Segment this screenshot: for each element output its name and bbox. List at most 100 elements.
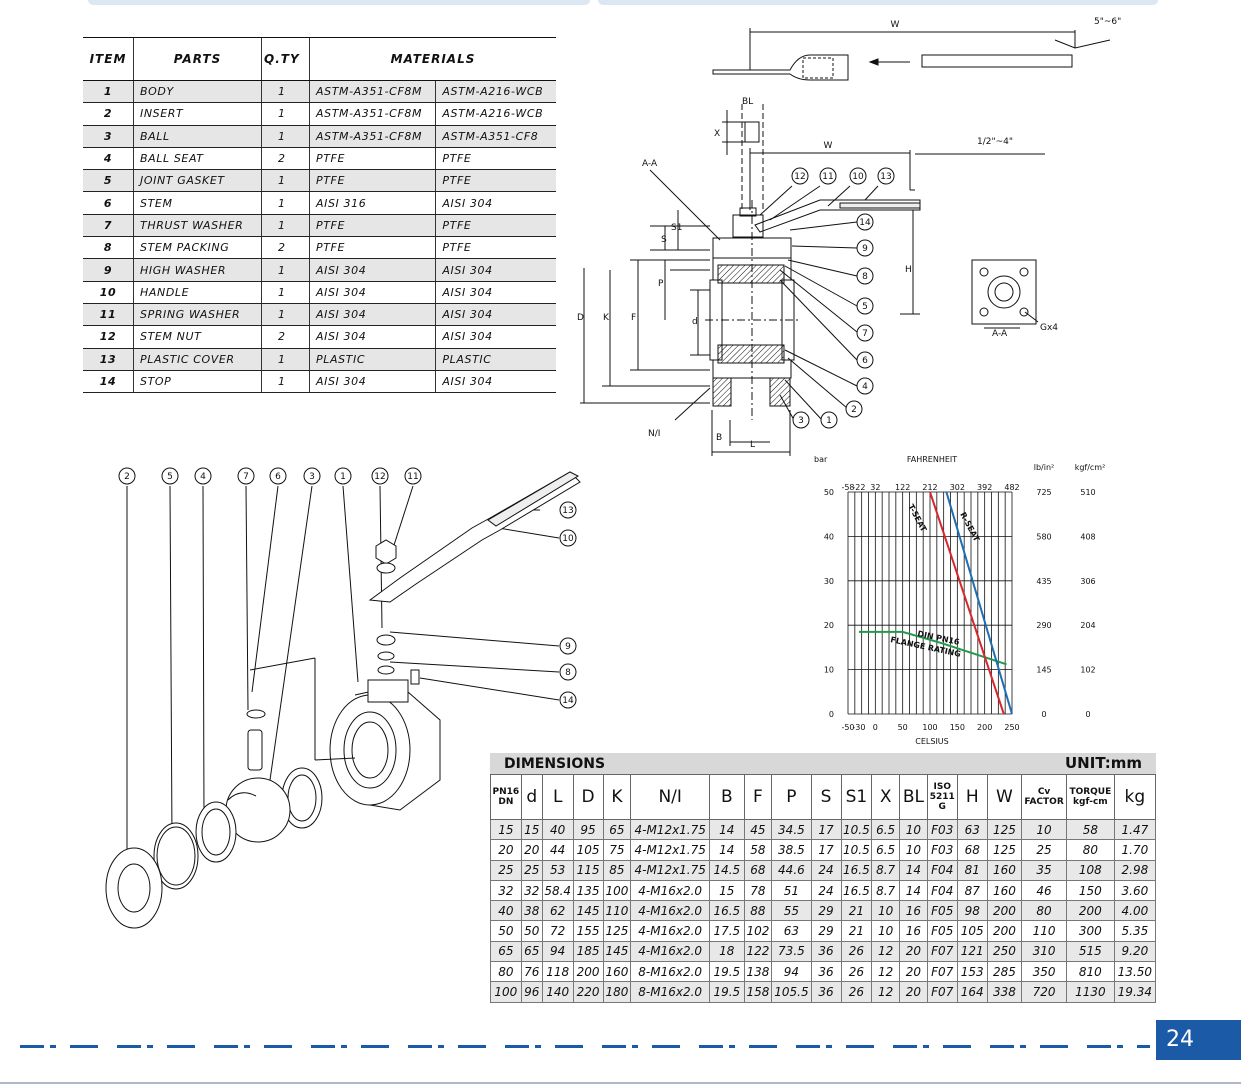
fahrenheit-tick-label: 482 (1004, 483, 1019, 492)
dim-cell: 96 (520, 981, 543, 1003)
section-callout: 13 (880, 172, 891, 182)
parts-qty-cell: 1 (261, 191, 310, 215)
dim-cell: 80 (1021, 900, 1067, 922)
page-number-box: 24 (1156, 1020, 1241, 1060)
section-callout: 3 (798, 416, 804, 426)
dim-cell: 40 (490, 900, 522, 922)
dim-cell: F05 (926, 900, 958, 922)
dim-cell: 200 (986, 920, 1023, 942)
dim-cell: F03 (926, 818, 958, 841)
footer-dash (408, 1045, 432, 1048)
dim-cell: 720 (1021, 981, 1067, 1003)
parts-qty-cell: 2 (261, 147, 310, 171)
parts-name-cell: BODY (133, 80, 262, 104)
exploded-callout-circle (118, 467, 136, 485)
section-callout-circle (856, 213, 874, 231)
section-callout: 14 (859, 218, 871, 228)
parts-item-cell: 5 (83, 169, 134, 193)
dim-w-top: W (891, 20, 900, 30)
parts-mat2-cell: AISI 304 (435, 325, 556, 349)
dim-cell: 8.7 (871, 879, 901, 902)
dim-cell: 21 (840, 920, 873, 942)
dim-header-cell: P (771, 774, 812, 820)
dim-cell: F07 (926, 961, 958, 983)
parts-name-cell: HIGH WASHER (133, 258, 262, 282)
dim-cell: 65 (602, 818, 632, 841)
header-parts: PARTS (133, 37, 262, 81)
dim-cell: F04 (926, 859, 958, 881)
celsius-tick-label: -50 (841, 723, 854, 732)
psi-tick-label: 0 (1041, 710, 1046, 719)
parts-mat1-cell: ASTM-A351-CF8M (308, 125, 436, 148)
dim-cell: 350 (1021, 961, 1067, 983)
parts-mat2-cell: AISI 304 (435, 281, 556, 304)
parts-mat1-cell: AISI 304 (308, 258, 436, 282)
parts-item-cell: 4 (83, 147, 134, 171)
parts-mat1-cell: AISI 316 (308, 191, 436, 215)
dim-cell: 65 (520, 940, 543, 963)
section-callout: 11 (822, 172, 833, 182)
dim-cell: 16.5 (840, 879, 873, 902)
dim-cell: 19.34 (1113, 981, 1157, 1003)
dim-cell: 160 (602, 961, 632, 983)
dim-cell: 40 (541, 818, 574, 841)
dim-cell: 98 (956, 900, 988, 922)
dim-cell: 105.5 (771, 981, 812, 1003)
footer-dash (846, 1045, 874, 1048)
parts-item-cell: 2 (83, 102, 134, 126)
dim-cell: 338 (986, 981, 1023, 1003)
dim-cell: 10 (899, 818, 928, 841)
dim-header-cell: X (871, 774, 901, 820)
dim-cell: 72 (541, 920, 574, 942)
dim-cell: 1130 (1065, 981, 1115, 1003)
dim-cell: 55 (771, 900, 812, 922)
celsius-tick-label: 0 (873, 723, 878, 732)
dim-header-cell: D (572, 774, 604, 820)
exploded-callout-circle (334, 467, 352, 485)
section-callout: 1 (826, 416, 832, 426)
dim-cell: 102 (743, 920, 773, 942)
dim-header-cell: B (709, 774, 745, 820)
parts-name-cell: PLASTIC COVER (133, 348, 262, 371)
footer-dash (749, 1045, 777, 1048)
header-materials: MATERIALS (309, 37, 556, 81)
dim-cell: 100 (490, 981, 522, 1003)
dim-cell: 38.5 (771, 839, 812, 861)
footer-dash (117, 1045, 141, 1048)
dim-k: K (603, 313, 610, 323)
bar-tick-label: 20 (824, 621, 834, 630)
footer-dash (555, 1045, 583, 1048)
exploded-callout: 13 (562, 506, 573, 516)
dim-cell: 94 (771, 961, 812, 983)
dim-l: L (750, 440, 755, 450)
dim-cell: 4-M12x1.75 (630, 818, 711, 841)
dim-cell: 20 (490, 839, 522, 861)
dim-cell: 180 (602, 981, 632, 1003)
dim-cell: 8-M16x2.0 (630, 981, 711, 1003)
dim-cell: 36 (810, 961, 842, 983)
parts-item-cell: 3 (83, 125, 134, 148)
section-callout-circle (819, 167, 837, 185)
dim-cell: 16 (899, 900, 928, 922)
fahrenheit-tick-label: 122 (895, 483, 910, 492)
dim-cell: 158 (743, 981, 773, 1003)
dim-header-cell: BL (899, 774, 928, 820)
dim-cell: 8-M16x2.0 (630, 961, 711, 983)
dim-cell: 10 (1021, 818, 1067, 841)
exploded-callout: 4 (200, 472, 206, 482)
footer-dash (1020, 1045, 1026, 1048)
parts-qty-cell: 1 (261, 80, 310, 104)
dim-cell: 10 (899, 839, 928, 861)
dim-cell: 125 (986, 839, 1023, 861)
dim-cell: 5.35 (1113, 920, 1157, 942)
dim-cell: 108 (1065, 859, 1115, 881)
footer-dash (1087, 1045, 1111, 1048)
dim-header-cell: L (541, 774, 574, 820)
footer-dash (361, 1045, 389, 1048)
dim-cell: 12 (871, 981, 901, 1003)
